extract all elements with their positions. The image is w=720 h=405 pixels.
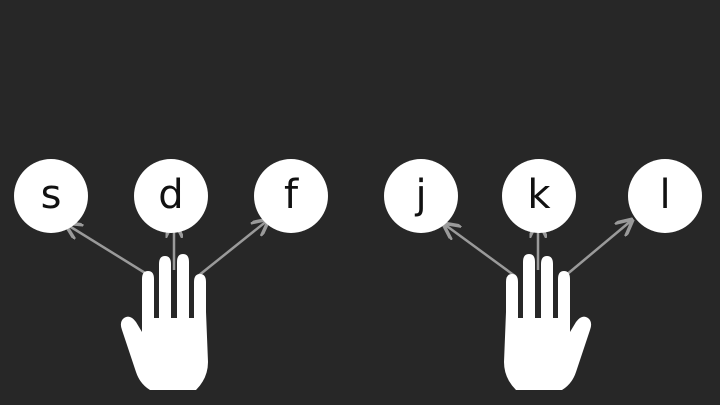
key-s: s <box>14 159 88 233</box>
key-j-label: j <box>414 172 426 218</box>
key-d: d <box>134 159 208 233</box>
right-hand-icon <box>504 254 592 390</box>
arrow-to-j <box>444 224 516 278</box>
key-s-label: s <box>41 172 62 218</box>
key-k-label: k <box>527 172 551 218</box>
right-group: j k l <box>384 159 702 390</box>
key-j: j <box>384 159 458 233</box>
key-k: k <box>502 159 576 233</box>
key-l-label: l <box>659 172 670 218</box>
arrow-to-s <box>66 224 151 278</box>
left-hand-icon <box>120 254 208 390</box>
arrow-to-l <box>564 220 632 277</box>
key-d-label: d <box>158 172 183 218</box>
key-f: f <box>254 159 328 233</box>
left-group: s d f <box>14 159 328 390</box>
key-l: l <box>628 159 702 233</box>
key-f-label: f <box>284 172 299 218</box>
arrow-to-f <box>197 220 268 277</box>
